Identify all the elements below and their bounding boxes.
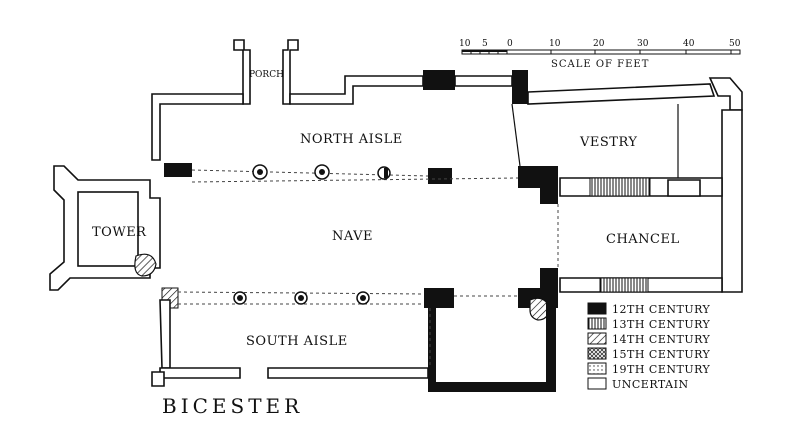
scale-tick-label: 40: [683, 39, 695, 49]
room-label-chancel: CHANCEL: [606, 232, 680, 247]
legend-item-uncertain: UNCERTAIN: [587, 377, 689, 391]
room-label-porch: PORCH: [249, 70, 284, 80]
legend-item-19th: 19TH CENTURY: [587, 362, 711, 376]
legend-item-13th: 13TH CENTURY: [587, 317, 711, 331]
arcades: [177, 164, 559, 368]
legend-label: UNCERTAIN: [612, 378, 689, 391]
walls: [49, 39, 743, 392]
legend-swatch: [587, 317, 607, 330]
pier: [314, 164, 330, 180]
legend-label: 14TH CENTURY: [612, 333, 711, 346]
room-label-nave: NAVE: [332, 229, 373, 244]
scale-tick-label: 10: [549, 39, 561, 49]
legend-swatch: [587, 377, 607, 390]
scale-tick-label: 10: [459, 39, 471, 49]
scale-bar: 10 5 0 10 20 30 40 50 SCALE OF FEET: [459, 39, 741, 70]
legend-swatch: [587, 362, 607, 375]
scale-tick-label: 5: [482, 39, 488, 49]
pier: [356, 291, 370, 305]
legend-label: 12TH CENTURY: [612, 303, 711, 316]
room-label-tower: TOWER: [92, 225, 147, 240]
scale-tick-label: 0: [507, 39, 513, 49]
room-label-vestry: VESTRY: [579, 135, 637, 150]
legend-swatch: [587, 332, 607, 345]
legend-item-14th: 14TH CENTURY: [587, 332, 711, 346]
pier: [377, 166, 391, 180]
room-label-north-aisle: NORTH AISLE: [300, 132, 403, 147]
legend-item-12th: 12TH CENTURY: [587, 302, 711, 316]
scale-tick-label: 20: [593, 39, 605, 49]
legend-swatch: [587, 302, 607, 315]
legend-label: 15TH CENTURY: [612, 348, 711, 361]
scale-tick-label: 50: [729, 39, 741, 49]
room-label-south-aisle: SOUTH AISLE: [246, 334, 348, 349]
scale-caption: SCALE OF FEET: [551, 59, 649, 70]
legend: 12TH CENTURY 13TH CENTURY 14TH CENTURY 1…: [587, 302, 711, 391]
legend-label: 13TH CENTURY: [612, 318, 711, 331]
legend-label: 19TH CENTURY: [612, 363, 711, 376]
plan-title: BICESTER: [162, 394, 303, 418]
pier: [294, 291, 308, 305]
legend-item-15th: 15TH CENTURY: [587, 347, 711, 361]
pier: [233, 291, 247, 305]
scale-tick-label: 30: [637, 39, 649, 49]
pier: [252, 164, 268, 180]
legend-swatch: [587, 347, 607, 360]
room-labels: PORCH NORTH AISLE VESTRY TOWER NAVE CHAN…: [92, 70, 680, 349]
